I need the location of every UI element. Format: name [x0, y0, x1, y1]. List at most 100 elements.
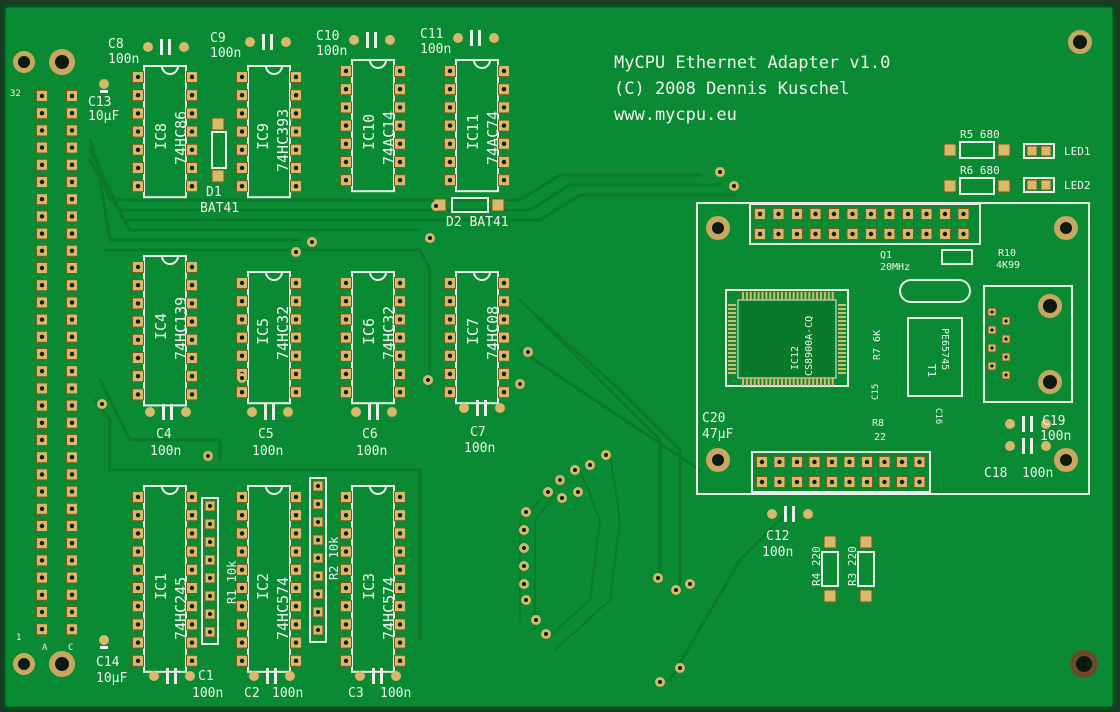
transformer-t1-outline [907, 317, 963, 397]
ic10-ref: IC10 [360, 114, 378, 150]
ic3-ref: IC3 [360, 573, 378, 600]
r4-outline [821, 551, 839, 587]
ic5-ref: IC5 [254, 318, 272, 345]
r2-label: R2 10k [327, 536, 341, 580]
ic4-part: 74HC139 [172, 297, 190, 360]
t1-part: PE65745 [939, 328, 950, 370]
dip-packages [132, 59, 510, 673]
c13-ref: C13 [88, 95, 111, 110]
r10-outline [941, 249, 973, 265]
pin1-label: 1 [16, 633, 21, 643]
c12-value: 100n [762, 545, 793, 560]
crystal-q1-outline [899, 279, 971, 303]
r3-label: R3 220 [846, 546, 859, 586]
c20-value: 47µF [702, 427, 733, 442]
c10-ref: C10 [316, 29, 339, 44]
q1-freq: 20MHz [880, 262, 910, 273]
ic1-ref: IC1 [152, 573, 170, 600]
ic9-ref: IC9 [254, 123, 272, 150]
silkscreen-text: MyCPU Ethernet Adapter v1.0 (C) 2008 Den… [10, 27, 1091, 701]
c3-ref: C3 [348, 686, 364, 701]
r5-outline [959, 141, 995, 159]
ic1-part: 74HC245 [172, 577, 190, 640]
c13-value: 10µF [88, 109, 119, 124]
ethernet-header-pads [749, 203, 981, 493]
c2-ref: C2 [244, 686, 260, 701]
pin32-label: 32 [10, 89, 21, 99]
ic7-part: 74HC08 [484, 306, 502, 360]
d1-part: BAT41 [200, 201, 239, 216]
c9-ref: C9 [210, 31, 226, 46]
d2-outline [451, 197, 489, 213]
ic6-ref: IC6 [360, 318, 378, 345]
r6-label: R6 680 [960, 164, 1000, 177]
mounting-holes [13, 30, 1098, 678]
c14-value: 10µF [96, 671, 127, 686]
c18-value: 100n [1022, 466, 1053, 481]
r8-value: 22 [874, 432, 886, 443]
row-a-label: A [42, 643, 48, 653]
c7-ref: C7 [470, 425, 486, 440]
led2-label: LED2 [1064, 179, 1091, 192]
c15-ref: C15 [871, 384, 881, 400]
c10-value: 100n [316, 44, 347, 59]
t1-ref: T1 [925, 364, 938, 377]
ic3-part: 74HC574 [380, 577, 398, 640]
q1-ref: Q1 [880, 250, 892, 261]
r5-label: R5 680 [960, 128, 1000, 141]
c5-value: 100n [252, 444, 283, 459]
c8-ref: C8 [108, 37, 124, 52]
r1-label: R1 10k [225, 560, 239, 604]
board-title-line3: www.mycpu.eu [614, 105, 737, 125]
r10-label: R10 [998, 248, 1016, 259]
ic12-qfp-footprint [725, 289, 849, 387]
c5-ref: C5 [258, 427, 274, 442]
c11-value: 100n [420, 42, 451, 57]
c3-value: 100n [380, 686, 411, 701]
d2-label: D2 BAT41 [446, 215, 509, 230]
ic2-part: 74HC574 [274, 577, 292, 640]
bus-connector-pads [36, 90, 78, 636]
board-substrate [4, 6, 1114, 708]
r10-value: 4K99 [996, 260, 1020, 271]
c16-ref: C16 [933, 408, 943, 424]
c6-value: 100n [356, 444, 387, 459]
vias [97, 167, 739, 687]
c11-ref: C11 [420, 27, 443, 42]
c4-ref: C4 [156, 427, 172, 442]
board-title-line2: (C) 2008 Dennis Kuschel [614, 79, 849, 99]
led1-label: LED1 [1064, 145, 1091, 158]
c19-ref: C19 [1042, 414, 1065, 429]
ic4-ref: IC4 [152, 313, 170, 340]
ic6-part: 74HC32 [380, 306, 398, 360]
d1-outline [211, 131, 227, 169]
capacitor-footprints [99, 30, 1051, 684]
c19-value: 100n [1040, 429, 1071, 444]
ic10-part: 74AC14 [380, 111, 398, 165]
c1-value: 100n [192, 686, 223, 701]
c9-value: 100n [210, 46, 241, 61]
c8-value: 100n [108, 52, 139, 67]
ic11-part: 74AC74 [484, 111, 502, 165]
c6-ref: C6 [362, 427, 378, 442]
r4-label: R4 220 [810, 546, 823, 586]
d1-ref: D1 [206, 185, 222, 200]
ic11-ref: IC11 [464, 114, 482, 150]
row-c-label: C [68, 643, 73, 653]
r6-outline [959, 177, 995, 195]
ic5-part: 74HC32 [274, 306, 292, 360]
c2-value: 100n [272, 686, 303, 701]
c18-ref: C18 [984, 466, 1007, 481]
ic12-ref: IC12 [790, 346, 801, 370]
rj45-footprint [983, 285, 1073, 403]
c12-ref: C12 [766, 529, 789, 544]
ic7-ref: IC7 [464, 318, 482, 345]
ic12-part: CS8900A-CQ [804, 316, 815, 376]
copper-traces [88, 138, 792, 682]
r8-label: R8 [872, 418, 884, 429]
c20-ref: C20 [702, 411, 725, 426]
c14-ref: C14 [96, 655, 120, 670]
ic9-part: 74HC393 [274, 109, 292, 172]
